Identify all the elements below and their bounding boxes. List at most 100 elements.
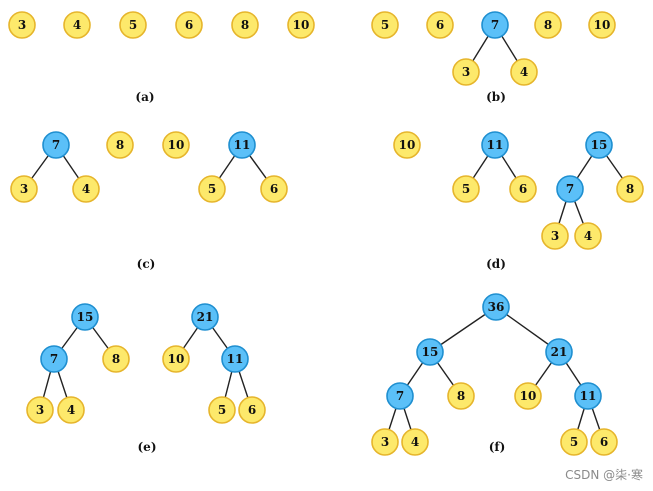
node-value: 10 (293, 18, 310, 32)
leaf-node: 10 (588, 11, 616, 39)
node-value: 11 (227, 352, 244, 366)
node-value: 4 (73, 18, 81, 32)
leaf-node: 3 (452, 58, 480, 86)
node-circle (71, 303, 99, 331)
node-circle (231, 11, 259, 39)
node-circle (42, 131, 70, 159)
node-circle (616, 175, 644, 203)
node-value: 10 (399, 138, 416, 152)
node-circle (534, 11, 562, 39)
node-value: 4 (584, 229, 592, 243)
leaf-node: 3 (541, 222, 569, 250)
leaf-node: 8 (447, 382, 475, 410)
internal-node: 7 (40, 345, 68, 373)
node-circle (228, 131, 256, 159)
node-value: 5 (208, 182, 216, 196)
node-value: 4 (411, 435, 419, 449)
internal-node: 7 (481, 11, 509, 39)
leaf-node: 6 (590, 428, 618, 456)
leaf-node: 5 (119, 11, 147, 39)
node-value: 15 (422, 345, 439, 359)
leaf-node: 8 (106, 131, 134, 159)
watermark: CSDN @柒·寒 (565, 468, 643, 482)
internal-node: 36 (482, 293, 510, 321)
node-value: 7 (52, 138, 60, 152)
panel-caption: (c) (137, 257, 156, 271)
node-value: 5 (570, 435, 578, 449)
internal-node: 7 (42, 131, 70, 159)
node-circle (191, 303, 219, 331)
leaf-node: 8 (102, 345, 130, 373)
node-value: 6 (270, 182, 278, 196)
internal-node: 11 (228, 131, 256, 159)
leaf-node: 4 (401, 428, 429, 456)
internal-node: 11 (481, 131, 509, 159)
leaf-node: 5 (198, 175, 226, 203)
node-value: 8 (457, 389, 465, 403)
node-circle (510, 58, 538, 86)
leaf-node: 8 (231, 11, 259, 39)
panel-caption: (a) (135, 90, 154, 104)
node-circle (452, 175, 480, 203)
node-circle (386, 382, 414, 410)
internal-node: 15 (585, 131, 613, 159)
node-value: 4 (82, 182, 90, 196)
node-circle (72, 175, 100, 203)
node-value: 36 (488, 300, 505, 314)
panel-caption: (b) (486, 90, 506, 104)
node-circle (588, 11, 616, 39)
node-circle (221, 345, 249, 373)
internal-node: 11 (221, 345, 249, 373)
node-circle (482, 293, 510, 321)
node-value: 8 (112, 352, 120, 366)
node-value: 5 (462, 182, 470, 196)
node-value: 8 (241, 18, 249, 32)
leaf-node: 4 (72, 175, 100, 203)
node-value: 3 (381, 435, 389, 449)
leaf-node: 10 (287, 11, 315, 39)
leaf-node: 5 (208, 396, 236, 424)
leaf-node: 5 (452, 175, 480, 203)
node-value: 5 (129, 18, 137, 32)
leaf-node: 6 (238, 396, 266, 424)
node-circle (10, 175, 38, 203)
node-value: 3 (20, 182, 28, 196)
leaf-node: 5 (560, 428, 588, 456)
node-circle (287, 11, 315, 39)
internal-node: 21 (191, 303, 219, 331)
panel-caption: (e) (138, 440, 157, 454)
node-value: 7 (566, 182, 574, 196)
node-circle (208, 396, 236, 424)
edges (23, 24, 631, 443)
node-value: 6 (519, 182, 527, 196)
node-circle (560, 428, 588, 456)
node-value: 3 (18, 18, 26, 32)
node-circle (106, 131, 134, 159)
node-circle (175, 11, 203, 39)
node-value: 6 (436, 18, 444, 32)
node-value: 3 (462, 65, 470, 79)
internal-node: 15 (71, 303, 99, 331)
node-value: 8 (544, 18, 552, 32)
node-value: 21 (197, 310, 214, 324)
node-circle (416, 338, 444, 366)
leaf-node: 3 (371, 428, 399, 456)
node-circle (162, 131, 190, 159)
node-circle (260, 175, 288, 203)
node-circle (371, 428, 399, 456)
node-value: 3 (36, 403, 44, 417)
node-circle (481, 11, 509, 39)
node-value: 8 (116, 138, 124, 152)
internal-node: 7 (556, 175, 584, 203)
node-circle (556, 175, 584, 203)
node-circle (509, 175, 537, 203)
panel-caption: (d) (486, 257, 506, 271)
node-circle (426, 11, 454, 39)
node-circle (545, 338, 573, 366)
node-value: 6 (600, 435, 608, 449)
node-value: 5 (381, 18, 389, 32)
node-circle (26, 396, 54, 424)
node-circle (481, 131, 509, 159)
